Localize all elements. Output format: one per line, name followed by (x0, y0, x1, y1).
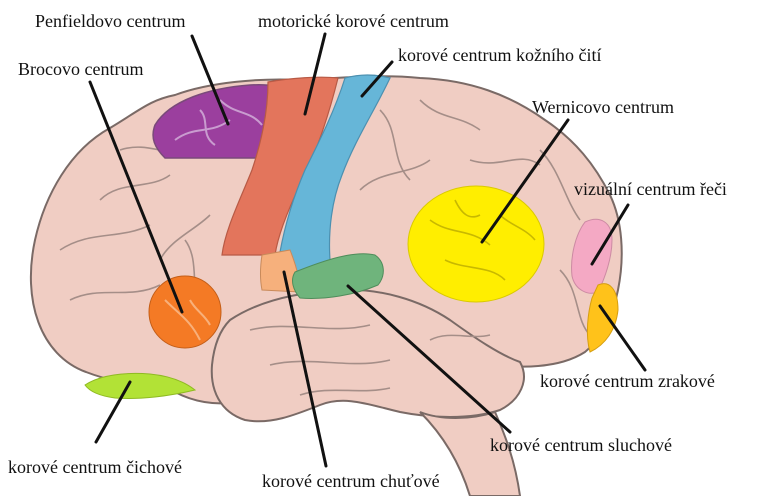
broca-area (149, 276, 221, 348)
label-auditory: korové centrum sluchové (490, 434, 672, 456)
label-visual-speech: vizuální centrum řeči (574, 178, 727, 200)
label-taste: korové centrum chuťové (262, 470, 440, 492)
label-visual: korové centrum zrakové (540, 370, 715, 392)
label-penfield: Penfieldovo centrum (35, 10, 185, 32)
label-smell: korové centrum čichové (8, 456, 182, 478)
label-broca: Brocovo centrum (18, 58, 143, 80)
label-skin: korové centrum kožního čití (398, 44, 601, 66)
wernicke-area (408, 186, 544, 302)
label-wernicke: Wernicovo centrum (532, 96, 674, 118)
label-motor: motorické korové centrum (258, 10, 449, 32)
